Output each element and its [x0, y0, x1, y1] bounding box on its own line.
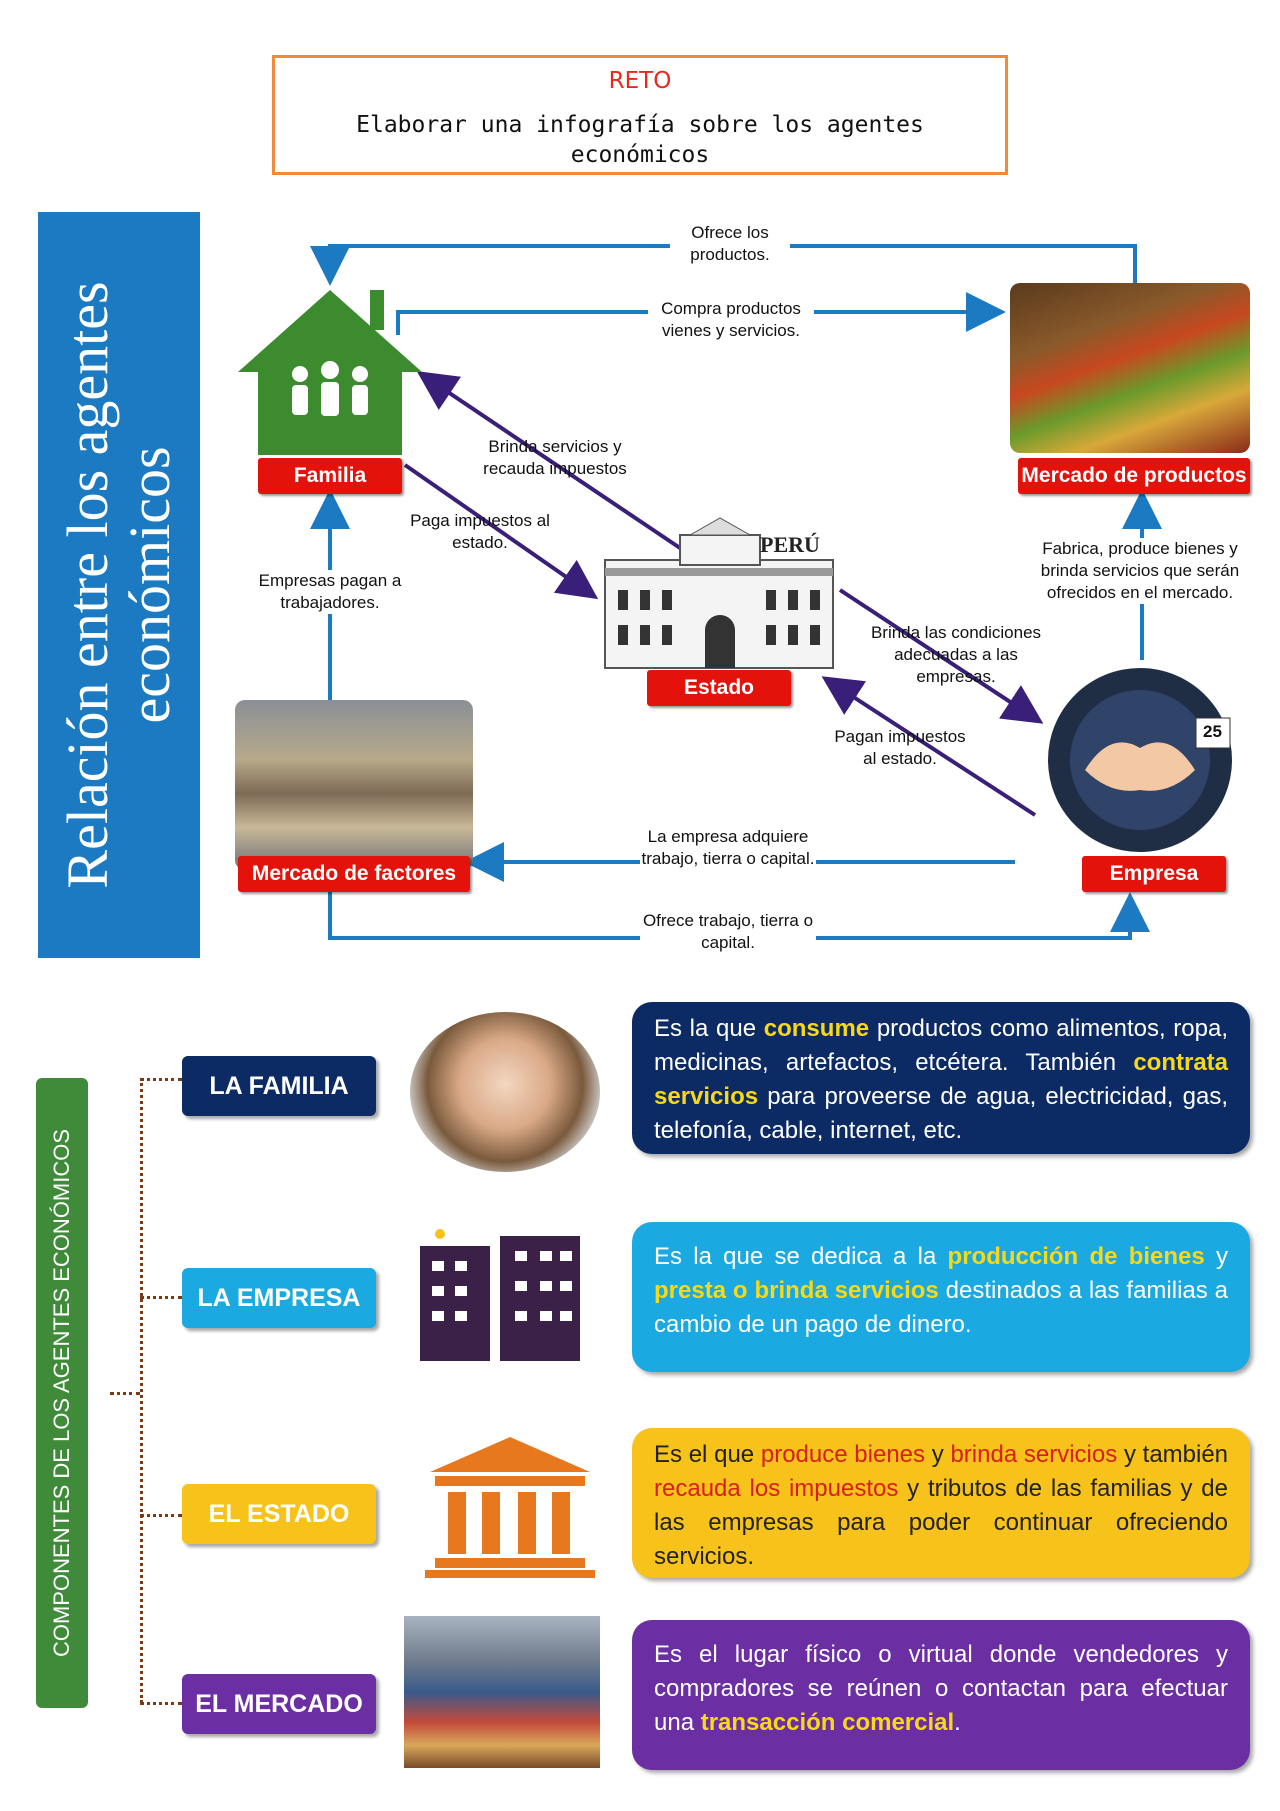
empresa-text-2: y: [1204, 1243, 1228, 1270]
market-photo: [404, 1616, 600, 1768]
reto-box: RETO Elaborar una infografía sobre los a…: [272, 55, 1008, 175]
connector-empresa: [140, 1296, 182, 1299]
estado-highlight-3: recauda los impuestos: [654, 1475, 899, 1502]
empresa-text-1: Es la que se dedica a la: [654, 1243, 948, 1270]
node-mercado-productos: Mercado de productos: [1018, 458, 1250, 494]
empresa-highlight-2: presta o brinda servicios: [654, 1277, 939, 1304]
familia-text-1: Es la que: [654, 1015, 764, 1042]
estado-sign: PERÚ: [760, 532, 820, 557]
flow-adquiere: La empresa adquiere trabajo, tierra o ca…: [640, 826, 816, 870]
arrow-paga-impuestos-familia: [403, 463, 599, 600]
familia-highlight-1: consume: [763, 1015, 870, 1042]
arrow-brinda-condiciones: [838, 588, 1044, 724]
house-icon: [238, 290, 422, 455]
connector-familia: [140, 1078, 182, 1081]
handshake-icon: [1048, 668, 1232, 852]
tag-mercado: EL MERCADO: [182, 1674, 376, 1734]
estado-text-2: y: [925, 1441, 951, 1468]
flow-empresas-pagan: Empresas pagan a trabajadores.: [250, 570, 410, 614]
tag-familia: LA FAMILIA: [182, 1056, 376, 1116]
tag-empresa: LA EMPRESA: [182, 1268, 376, 1328]
connector-main: [110, 1392, 140, 1395]
side-title-panel: Relación entre los agentes económicos: [38, 212, 200, 958]
buildings-icon: [420, 1229, 580, 1361]
card-mercado: Es el lugar físico o virtual donde vende…: [632, 1620, 1250, 1770]
tag-estado: EL ESTADO: [182, 1484, 376, 1544]
estado-highlight-2: brinda servicios: [950, 1441, 1118, 1468]
flow-brinda-servicios: Brinda servicios y recauda impuestos: [483, 437, 627, 478]
government-building-icon: [604, 517, 834, 669]
mercado-factores-photo: [235, 700, 473, 870]
empresa-highlight-1: producción de bienes: [947, 1243, 1205, 1270]
node-empresa: Empresa: [1082, 856, 1226, 892]
familia-highlight-2: contrata servicios: [654, 1049, 1228, 1110]
mercado-highlight-1: transacción comercial: [700, 1709, 955, 1736]
estado-highlight-1: produce bienes: [760, 1441, 926, 1468]
card-familia: Es la que consume productos como aliment…: [632, 1002, 1250, 1154]
connector-vertical: [140, 1078, 143, 1703]
node-mercado-factores: Mercado de factores: [238, 856, 470, 892]
card-empresa: Es la que se dedica a la producción de b…: [632, 1222, 1250, 1372]
arrow-brinda-servicios: [416, 371, 682, 550]
flow-fabrica: Fabrica, produce bienes y brinda servici…: [1030, 538, 1250, 604]
reto-text: Elaborar una infografía sobre los agente…: [356, 112, 924, 168]
family-photo: [410, 1012, 600, 1172]
flow-paga-impuestos-familia: Paga impuestos al estado.: [410, 511, 550, 552]
mercado-text-1: Es el lugar físico o virtual donde vende…: [654, 1641, 1228, 1736]
flow-diagram: [238, 244, 1232, 940]
mercado-productos-photo: [1010, 283, 1250, 453]
estado-text-1: Es el que: [654, 1441, 761, 1468]
arrow-pagan-impuestos-empresa: [821, 676, 1037, 817]
node-familia: Familia: [258, 458, 402, 494]
flow-ofrece-productos: Ofrece los productos.: [670, 222, 790, 266]
components-heading-bar: COMPONENTES DE LOS AGENTES ECONÓMICOS: [36, 1078, 88, 1708]
flow-ofrece-trabajo: Ofrece trabajo, tierra o capital.: [640, 910, 816, 954]
connector-mercado: [140, 1702, 182, 1705]
connector-estado: [140, 1514, 182, 1517]
mercado-text-2: .: [954, 1709, 961, 1736]
calendar-number: 25: [1203, 722, 1222, 741]
node-estado: Estado: [647, 670, 791, 706]
flow-pagan-impuestos-empresa: Pagan impuestos al estado.: [834, 727, 966, 768]
reto-title: RETO: [608, 68, 672, 94]
empresa-text-3: destinados a las familias a cambio de un…: [654, 1277, 1229, 1338]
institution-icon: [425, 1437, 595, 1578]
familia-text-2: productos como alimentos, ropa, medicina…: [654, 1015, 1229, 1076]
flow-brinda-condiciones: Brinda las condiciones adecuadas a las e…: [870, 623, 1042, 686]
familia-text-3: para proveerse de agua, electricidad, ga…: [654, 1083, 1228, 1144]
card-estado: Es el que produce bienes y brinda servic…: [632, 1428, 1250, 1578]
estado-text-4: y tributos de las familias y de las empr…: [654, 1475, 1228, 1570]
flow-compra-productos: Compra productos vienes y servicios.: [648, 298, 814, 342]
components-heading: COMPONENTES DE LOS AGENTES ECONÓMICOS: [49, 1128, 74, 1658]
estado-text-3: y también: [1117, 1441, 1229, 1468]
